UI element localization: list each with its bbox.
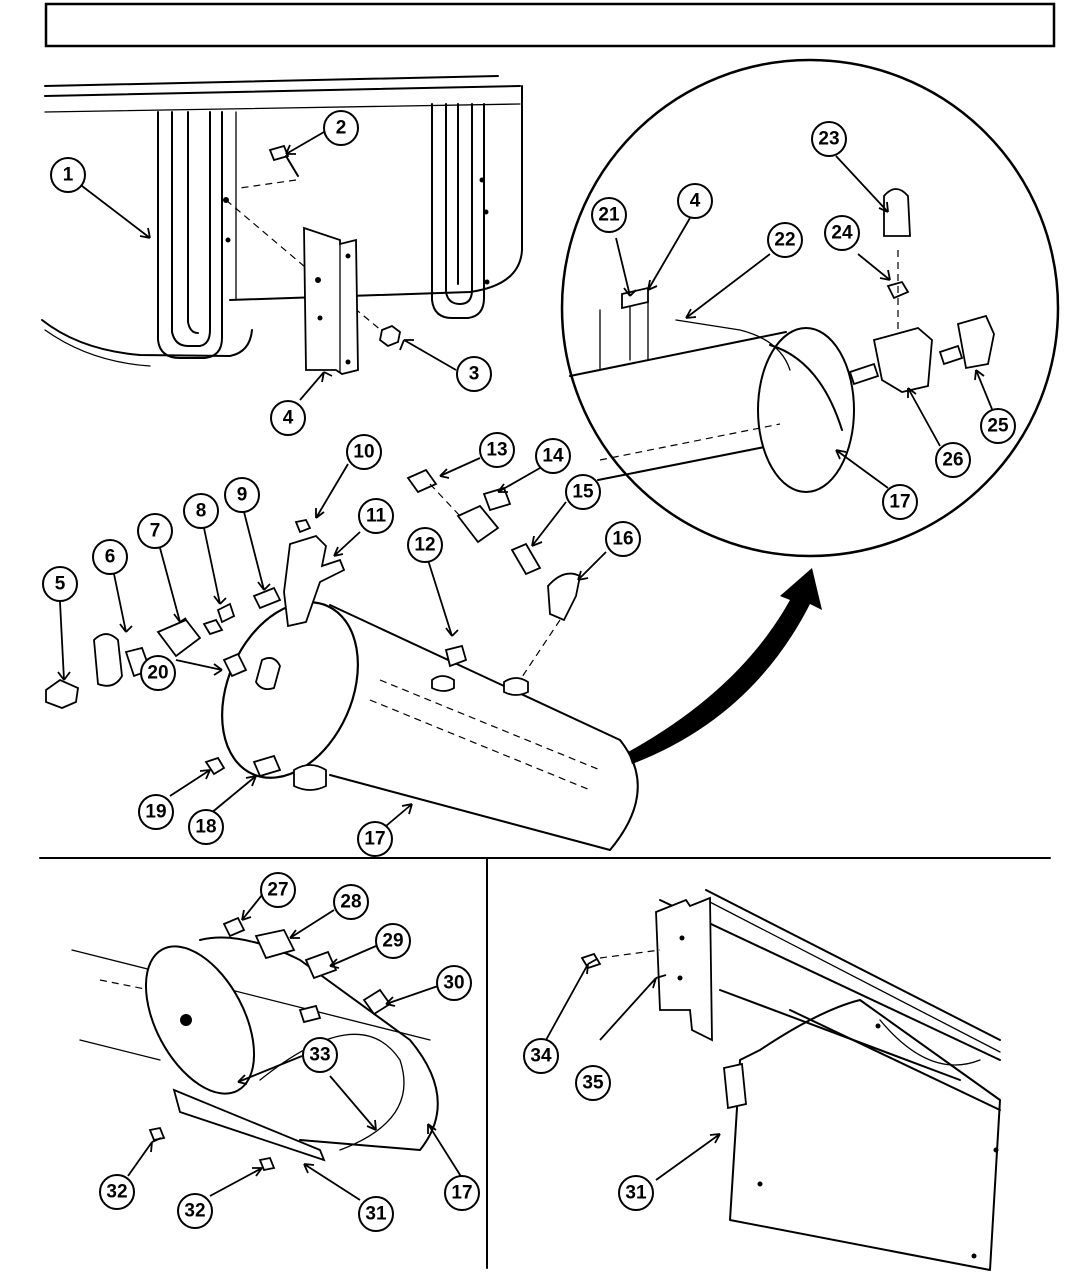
- callout-29: 29: [375, 923, 411, 959]
- svg-text:17: 17: [364, 829, 385, 850]
- callout-8: 8: [183, 493, 219, 529]
- callout-6: 6: [92, 539, 128, 575]
- svg-text:25: 25: [987, 416, 1009, 437]
- callout-2: 2: [323, 110, 359, 146]
- svg-text:3: 3: [469, 364, 480, 385]
- callout-7: 7: [137, 513, 173, 549]
- svg-text:15: 15: [572, 482, 594, 503]
- svg-text:32: 32: [184, 1201, 205, 1222]
- callout-25: 25: [980, 408, 1016, 444]
- svg-text:12: 12: [414, 535, 435, 556]
- svg-text:28: 28: [340, 892, 361, 913]
- svg-text:5: 5: [55, 574, 66, 595]
- callout-24: 24: [824, 215, 860, 251]
- svg-text:1: 1: [63, 165, 74, 186]
- callout-4-detail: 4: [677, 183, 713, 219]
- leader-arrows: [57, 131, 995, 1201]
- svg-text:23: 23: [818, 129, 839, 150]
- svg-text:31: 31: [365, 1204, 387, 1225]
- detail-arrow: [628, 568, 822, 764]
- callout-23: 23: [811, 121, 847, 157]
- svg-text:32: 32: [106, 1182, 127, 1203]
- air-tank-17: [221, 601, 639, 851]
- svg-text:35: 35: [582, 1073, 604, 1094]
- svg-text:30: 30: [443, 973, 464, 994]
- svg-text:8: 8: [196, 501, 207, 522]
- callout-33: 33: [302, 1037, 338, 1073]
- svg-text:24: 24: [831, 223, 853, 244]
- svg-text:4: 4: [690, 191, 701, 212]
- svg-text:22: 22: [774, 230, 795, 251]
- svg-text:19: 19: [145, 802, 166, 823]
- callout-31-bottom-left: 31: [358, 1196, 394, 1232]
- tank-bracket-view: [71, 916, 439, 1172]
- svg-text:13: 13: [486, 440, 507, 461]
- callout-32-left: 32: [99, 1174, 135, 1210]
- callout-17-bottom: 17: [444, 1175, 480, 1211]
- svg-text:21: 21: [598, 205, 620, 226]
- callout-12: 12: [407, 527, 443, 563]
- callout-15: 15: [565, 474, 601, 510]
- svg-text:17: 17: [451, 1183, 472, 1204]
- svg-text:6: 6: [105, 547, 116, 568]
- callout-28: 28: [333, 884, 369, 920]
- callout-19: 19: [138, 794, 174, 830]
- callout-21: 21: [591, 197, 627, 233]
- svg-text:10: 10: [353, 442, 374, 463]
- callout-4: 4: [270, 400, 306, 436]
- svg-text:16: 16: [612, 529, 633, 550]
- callout-17-detail: 17: [882, 484, 918, 520]
- header-box: [44, 2, 1056, 48]
- callout-1: 1: [50, 157, 86, 193]
- bracket-4: [303, 226, 359, 375]
- callout-17-tank: 17: [357, 821, 393, 857]
- callout-32-center: 32: [177, 1193, 213, 1229]
- callout-27: 27: [260, 872, 296, 908]
- callout-5: 5: [42, 566, 78, 602]
- callout-22: 22: [767, 222, 803, 258]
- svg-text:27: 27: [267, 880, 288, 901]
- svg-text:20: 20: [147, 663, 168, 684]
- callout-3: 3: [456, 356, 492, 392]
- callout-16: 16: [605, 521, 641, 557]
- callout-35: 35: [575, 1065, 611, 1101]
- callout-10: 10: [346, 434, 382, 470]
- svg-text:4: 4: [283, 408, 294, 429]
- fittings-group-right: [406, 468, 582, 681]
- detail-circle: [560, 58, 1060, 558]
- svg-text:14: 14: [542, 446, 564, 467]
- callout-13: 13: [479, 432, 515, 468]
- frame-bracket-view: [580, 889, 1001, 1271]
- svg-text:26: 26: [942, 450, 963, 471]
- callout-30: 30: [436, 965, 472, 1001]
- callout-20: 20: [140, 655, 176, 691]
- svg-text:7: 7: [150, 521, 161, 542]
- callout-31-bottom-right: 31: [618, 1175, 654, 1211]
- callout-18: 18: [188, 809, 224, 845]
- svg-text:18: 18: [195, 817, 216, 838]
- callout-26: 26: [935, 442, 971, 478]
- frame-rail-1: [41, 75, 523, 367]
- nut-3: [379, 324, 401, 348]
- svg-text:33: 33: [309, 1045, 330, 1066]
- callout-9: 9: [224, 477, 260, 513]
- svg-text:34: 34: [530, 1046, 552, 1067]
- fittings-group-left: [45, 518, 468, 778]
- svg-text:11: 11: [366, 506, 387, 527]
- svg-text:17: 17: [889, 492, 910, 513]
- svg-text:29: 29: [382, 931, 403, 952]
- callout-11: 11: [358, 498, 394, 534]
- svg-text:9: 9: [237, 485, 248, 506]
- svg-text:2: 2: [336, 118, 347, 139]
- callout-34: 34: [523, 1038, 559, 1074]
- callout-14: 14: [535, 438, 571, 474]
- svg-text:31: 31: [625, 1183, 647, 1204]
